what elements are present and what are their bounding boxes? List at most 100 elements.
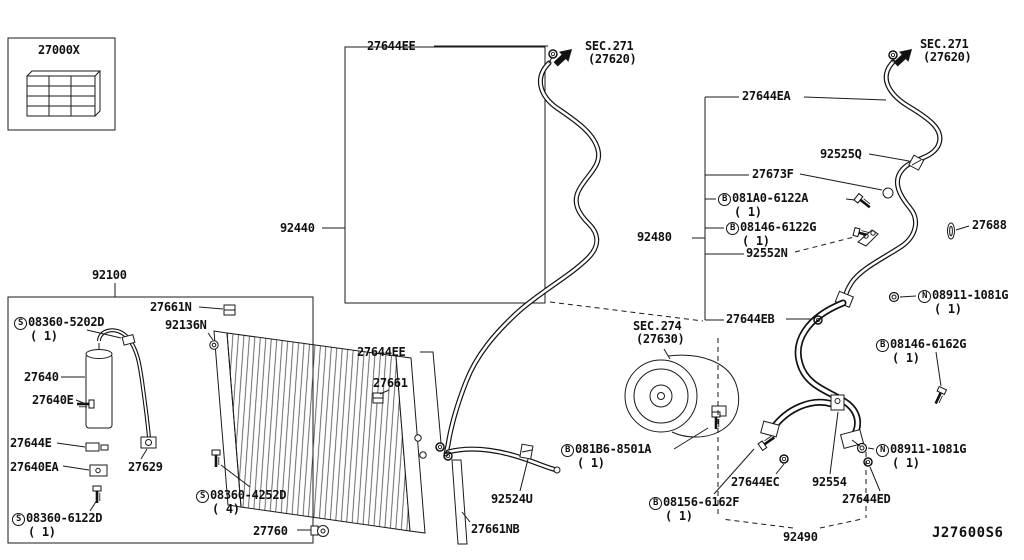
label-27000X[interactable]: 27000X (38, 43, 80, 57)
label-92525Q[interactable]: 92525Q (820, 147, 862, 161)
sec-title: SEC.274 (633, 319, 682, 333)
clip-27661-icon (372, 392, 384, 404)
circle-b-icon: B (726, 222, 739, 235)
bracket-box-92440 (344, 46, 546, 304)
fastener-code: 08911-1081G (932, 288, 1009, 302)
label-sec274[interactable]: SEC.274 (27630) (633, 319, 685, 346)
label-27640EA[interactable]: 27640EA (10, 460, 59, 474)
fastener-qty: ( 4) (212, 502, 240, 516)
circle-n-icon: N (876, 444, 889, 457)
label-sec271-right[interactable]: SEC.271 (27620) (920, 37, 972, 64)
sec-ref: (27620) (923, 50, 972, 64)
clip-27661N-icon (223, 304, 236, 316)
label-27644E[interactable]: 27644E (10, 436, 52, 450)
circle-s-icon: S (12, 513, 25, 526)
label-27661NB[interactable]: 27661NB (471, 522, 520, 536)
fastener-qty: ( 1) (742, 234, 770, 248)
radiator-icon (26, 69, 101, 117)
diagram-code: J27600S6 (932, 525, 1004, 541)
dashed-lines (549, 236, 867, 529)
fastener-code: 081A0-6122A (732, 191, 809, 205)
fastener-qty: ( 1) (892, 456, 920, 470)
clamp-27629 (140, 436, 157, 449)
circle-s-icon: S (196, 490, 209, 503)
label-27644EC[interactable]: 27644EC (731, 475, 780, 489)
circle-b-icon: B (561, 444, 574, 457)
label-27640[interactable]: 27640 (24, 370, 59, 384)
sec-title: SEC.271 (585, 39, 634, 53)
label-sec271-top[interactable]: SEC.271 (27620) (585, 39, 637, 66)
clip-92524U-icon (519, 443, 534, 460)
label-27629[interactable]: 27629 (128, 460, 163, 474)
fastener-code: 08360-4252D (210, 488, 287, 502)
pipe-92440 (443, 56, 602, 457)
bracket-27640EA (89, 464, 108, 477)
condenser-drawing (213, 330, 427, 534)
compressor-drawing (624, 354, 740, 438)
fastener-code: 08146-6122G (740, 220, 817, 234)
label-92554[interactable]: 92554 (812, 475, 847, 489)
fastener-qty: ( 1) (665, 509, 693, 523)
fastener-code: 081B6-8501A (575, 442, 652, 456)
circle-n-icon: N (918, 290, 931, 303)
label-27644EE-top[interactable]: 27644EE (367, 39, 416, 53)
sensor-27760-icon (310, 525, 329, 537)
label-92524U[interactable]: 92524U (491, 492, 533, 506)
label-27688[interactable]: 27688 (972, 218, 1007, 232)
leader-lines (56, 45, 970, 531)
pipe-92480 (834, 57, 943, 308)
fastener-code: 08911-1081G (890, 442, 967, 456)
fastener-qty: ( 1) (28, 525, 56, 539)
sec-ref: (27630) (636, 332, 685, 346)
label-27644EB[interactable]: 27644EB (726, 312, 775, 326)
fastener-code: 08156-6162F (663, 495, 740, 509)
clip-92525Q-icon (908, 154, 925, 171)
bolt-08146-6162G-icon (930, 385, 948, 407)
label-92552N[interactable]: 92552N (746, 246, 788, 260)
fastener-qty: ( 1) (30, 329, 58, 343)
label-92440[interactable]: 92440 (280, 221, 315, 235)
label-27760[interactable]: 27760 (253, 524, 288, 538)
sec-ref: (27620) (588, 52, 637, 66)
seal-strip-27661NB (451, 459, 468, 545)
label-92136N[interactable]: 92136N (165, 318, 207, 332)
sec-title: SEC.271 (920, 37, 969, 51)
receiver-drier-drawing (85, 328, 157, 477)
fastener-code: 08360-5202D (28, 315, 105, 329)
label-27644EA[interactable]: 27644EA (742, 89, 791, 103)
circle-b-icon: B (876, 339, 889, 352)
circle-s-icon: S (14, 317, 27, 330)
bolt-08360-4252D-icon (210, 448, 222, 469)
label-27661[interactable]: 27661 (373, 376, 408, 390)
fastener-qty: ( 1) (577, 456, 605, 470)
bolt-081A0-icon (852, 192, 874, 212)
grommet-92136N-icon (209, 340, 219, 350)
sec271-right-arrow-icon (891, 44, 916, 69)
label-27644EE-mid[interactable]: 27644EE (357, 345, 406, 359)
label-27644ED[interactable]: 27644ED (842, 492, 891, 506)
label-92480[interactable]: 92480 (637, 230, 672, 244)
fastener-code: 08360-6122D (26, 511, 103, 525)
label-92100[interactable]: 92100 (92, 268, 127, 282)
label-27673F[interactable]: 27673F (752, 167, 794, 181)
fastener-qty: ( 1) (892, 351, 920, 365)
label-27640E[interactable]: 27640E (32, 393, 74, 407)
label-92490[interactable]: 92490 (783, 530, 818, 544)
clamp-5202D (121, 333, 136, 346)
circle-b-icon: B (649, 497, 662, 510)
oring-27644EE-mid-icon (435, 442, 445, 452)
label-27661N[interactable]: 27661N (150, 300, 192, 314)
nut-08911-top-icon (888, 291, 900, 303)
